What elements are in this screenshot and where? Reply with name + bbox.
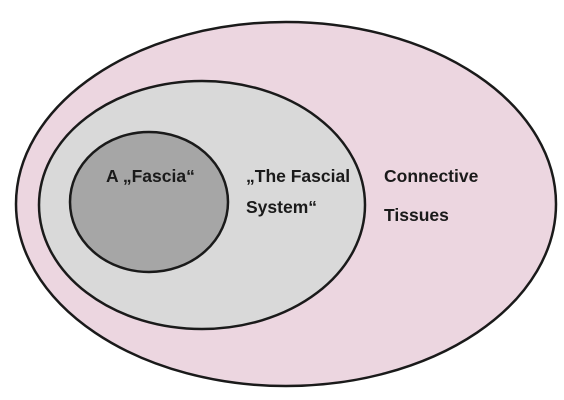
label-fascial-system: „The Fascial System“ — [246, 166, 355, 217]
label-fascia: A „Fascia“ — [106, 166, 195, 186]
label-connective-tissues: Connective Tissues — [384, 166, 483, 225]
label-fascial-system-line-1: „The Fascial — [246, 166, 350, 186]
label-fascial-system-line-2: System“ — [246, 197, 317, 217]
ellipse-fascia — [68, 130, 230, 274]
set-fascia: A „Fascia“ — [68, 130, 230, 274]
label-connective-tissues-line-2: Tissues — [384, 205, 449, 225]
label-connective-tissues-line-1: Connective — [384, 166, 479, 186]
